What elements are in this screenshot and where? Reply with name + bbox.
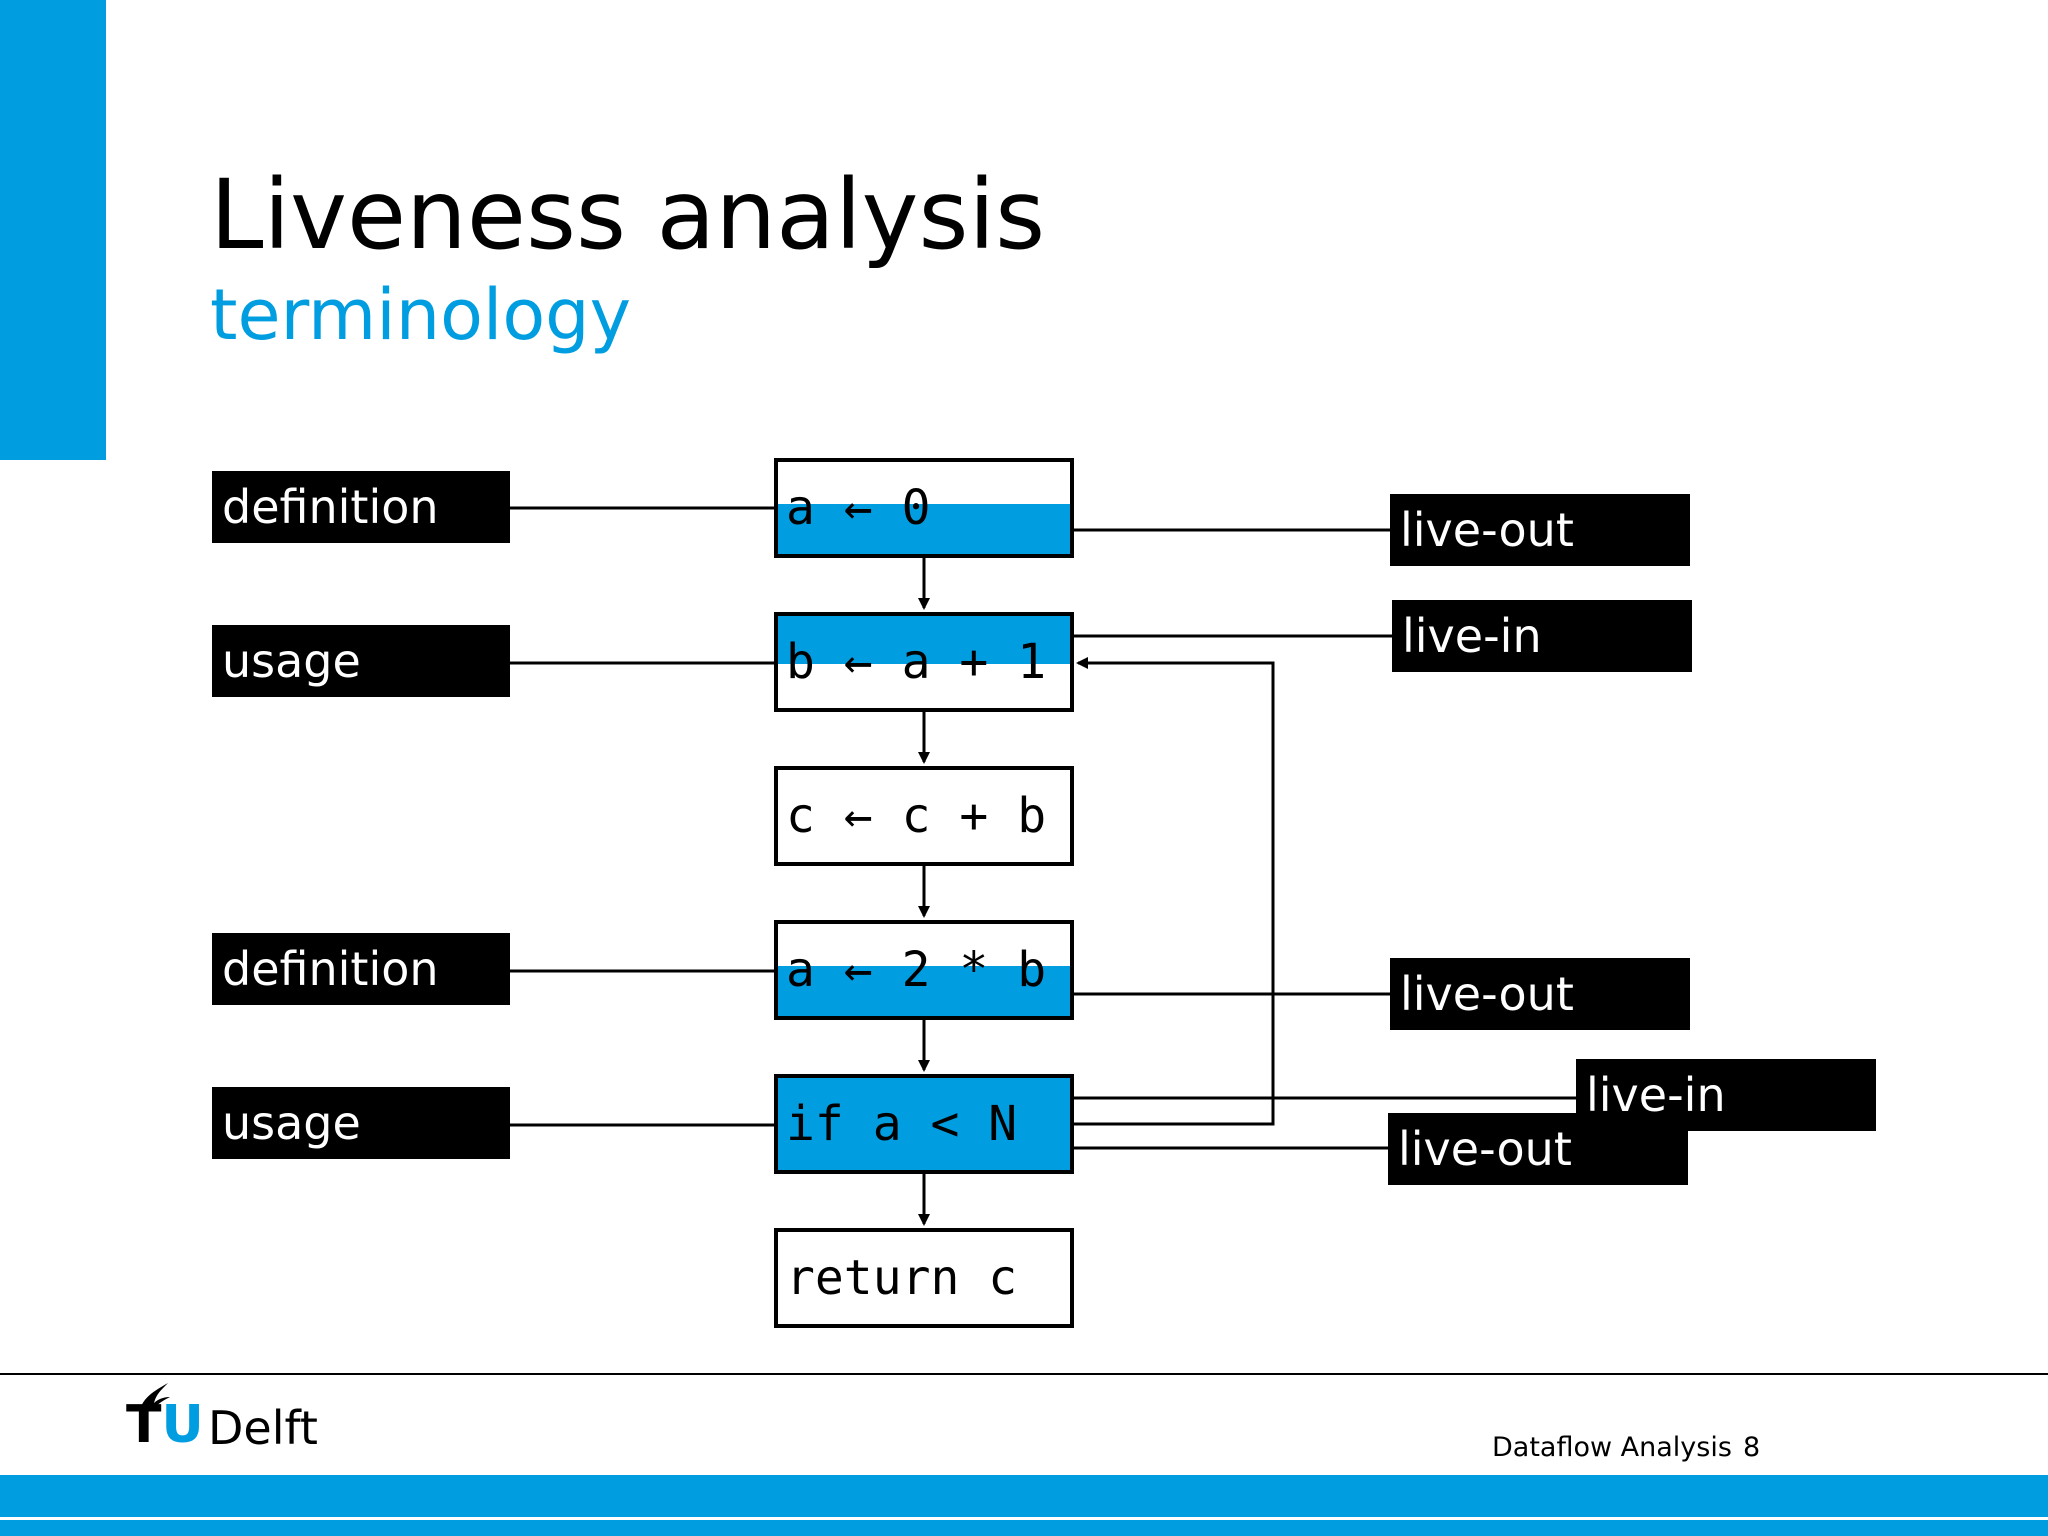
block-code: if a < N <box>786 1096 1018 1152</box>
block-code: a ← 2 * b <box>786 942 1047 998</box>
logo-tu: TU <box>126 1395 204 1455</box>
cfg-block-4: a ← 2 * b <box>774 920 1074 1020</box>
tag-live-out-3: live-out <box>1388 1113 1688 1185</box>
slide-subtitle: terminology <box>210 274 632 356</box>
cfg-block-2: b ← a + 1 <box>774 612 1074 712</box>
tag-live-out-1: live-out <box>1390 494 1690 566</box>
tag-live-in-1: live-in <box>1392 600 1692 672</box>
page-number: 8 <box>1743 1432 1761 1463</box>
cfg-block-6: return c <box>774 1228 1074 1328</box>
cfg-block-1: a ← 0 <box>774 458 1074 558</box>
footer-course-title: Dataflow Analysis <box>1492 1432 1732 1463</box>
tag-usage-1: usage <box>212 625 510 697</box>
block-code: c ← c + b <box>786 788 1047 844</box>
block-code: b ← a + 1 <box>786 634 1047 690</box>
flame-icon <box>140 1383 170 1411</box>
footer-divider <box>0 1373 2048 1375</box>
loop-back-edge <box>1074 657 1275 1126</box>
block-code: return c <box>786 1250 1018 1306</box>
block-code: a ← 0 <box>786 480 931 536</box>
highlight-fill <box>778 966 1070 1016</box>
tag-definition-1: definition <box>212 471 510 543</box>
logo-delft: Delft <box>208 1401 318 1455</box>
accent-bar <box>0 0 106 460</box>
logo-u: U <box>161 1395 204 1455</box>
tudelft-logo: TU Delft <box>124 1383 334 1465</box>
cfg-block-5: if a < N <box>774 1074 1074 1174</box>
highlight-fill <box>778 504 1070 554</box>
bottom-band-thin <box>0 1520 2048 1536</box>
bottom-band <box>0 1475 2048 1517</box>
slide-title: Liveness analysis <box>210 159 1046 271</box>
highlight-fill <box>778 616 1070 664</box>
cfg-block-3: c ← c + b <box>774 766 1074 866</box>
tag-definition-2: definition <box>212 933 510 1005</box>
tag-usage-2: usage <box>212 1087 510 1159</box>
tag-live-out-2: live-out <box>1390 958 1690 1030</box>
